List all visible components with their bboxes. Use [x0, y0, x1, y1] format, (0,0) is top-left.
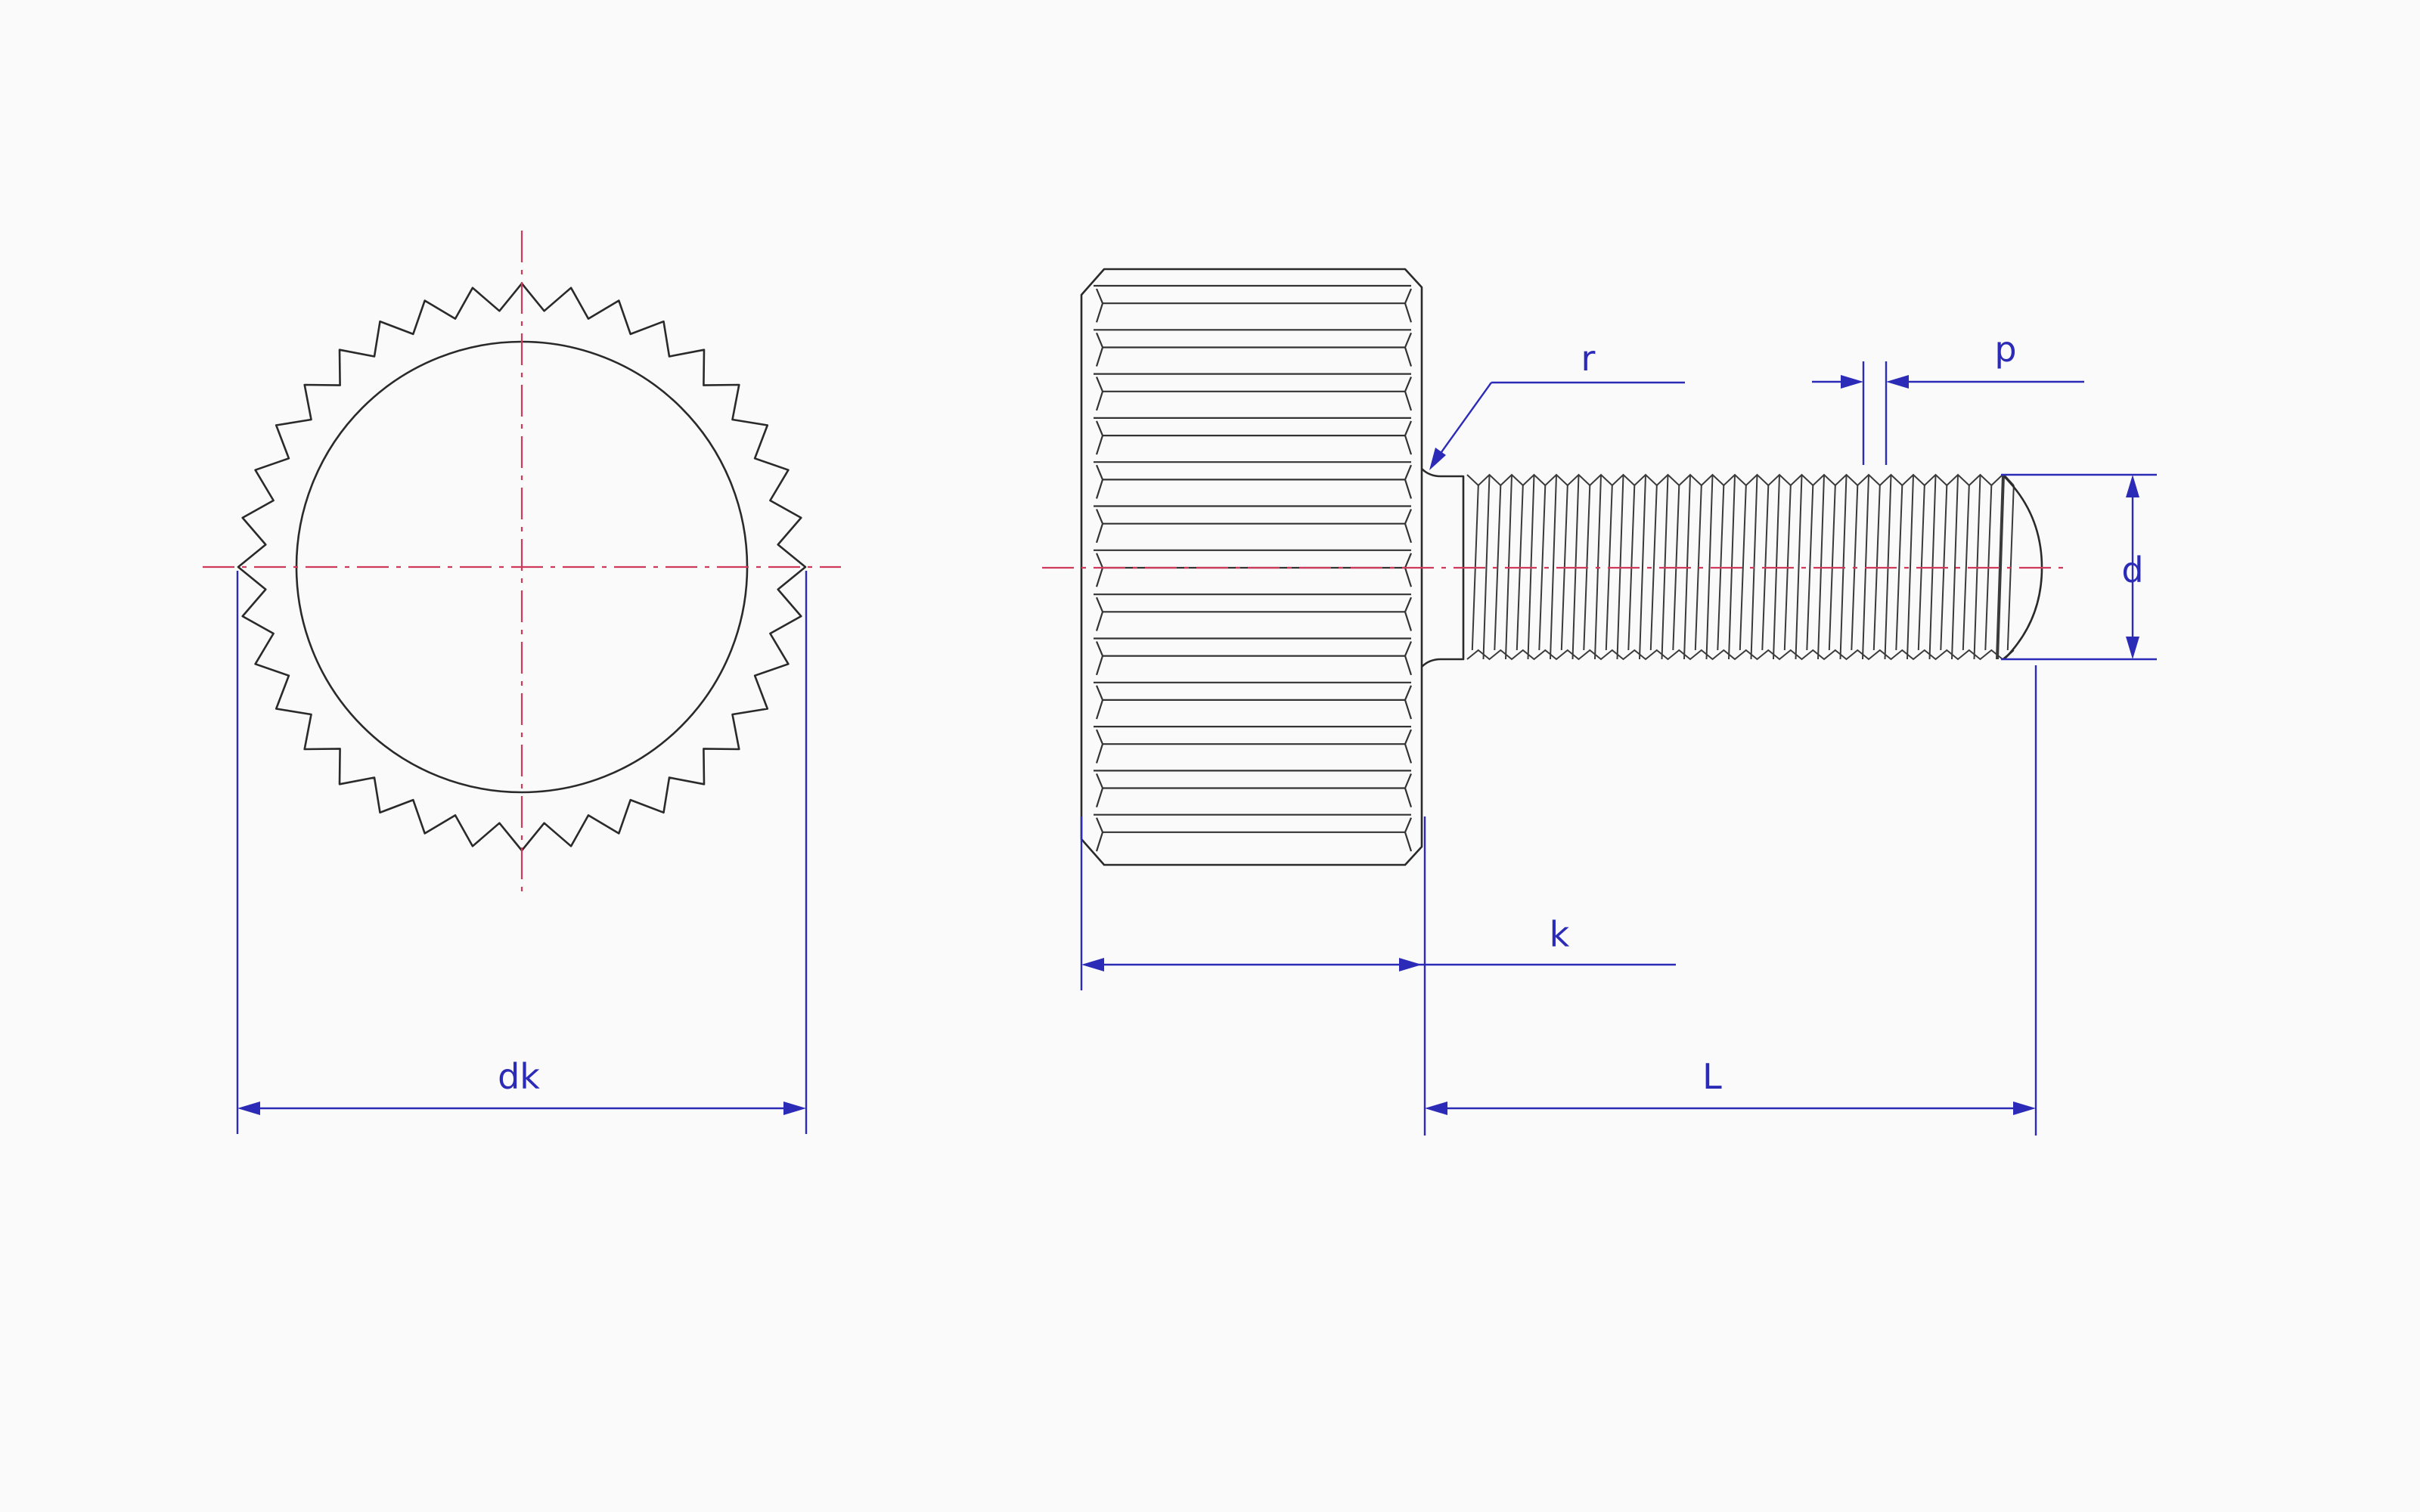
head-body-outline [1080, 268, 1423, 866]
side-view [1042, 268, 2065, 866]
knurl-ridge [1094, 593, 1413, 631]
knurl-ridge [1094, 461, 1413, 499]
knurl-ridge [1094, 726, 1413, 764]
d-label: d [2121, 550, 2143, 590]
dimension-dk: dk [236, 571, 808, 1134]
dimension-r: r [1429, 338, 1685, 470]
r-label: r [1581, 338, 1596, 379]
dk-label: dk [498, 1056, 540, 1097]
dimension-L: L [1423, 665, 2037, 1136]
knurl-ridge [1094, 417, 1413, 455]
knurl-ridge [1094, 770, 1413, 808]
dimension-p: p [1812, 329, 2084, 465]
knurl-ridge [1094, 681, 1413, 720]
k-label: k [1550, 914, 1570, 955]
knurl-ridge [1094, 813, 1413, 852]
dimension-k: k [1080, 816, 1676, 990]
thread-bottom-crest [1466, 649, 2015, 661]
L-label: L [1702, 1056, 1722, 1097]
head-knurl-ridges [1094, 284, 1413, 852]
knurl-ridge [1094, 284, 1413, 323]
knurl-ridge [1094, 329, 1413, 367]
dimension-d: d [2001, 473, 2157, 661]
thread-top-crest [1466, 473, 2015, 487]
knurl-ridge [1094, 505, 1413, 544]
p-label: p [1994, 329, 2016, 370]
knurl-ridge [1094, 373, 1413, 411]
knurl-ridge [1094, 637, 1413, 676]
front-view [203, 231, 841, 896]
